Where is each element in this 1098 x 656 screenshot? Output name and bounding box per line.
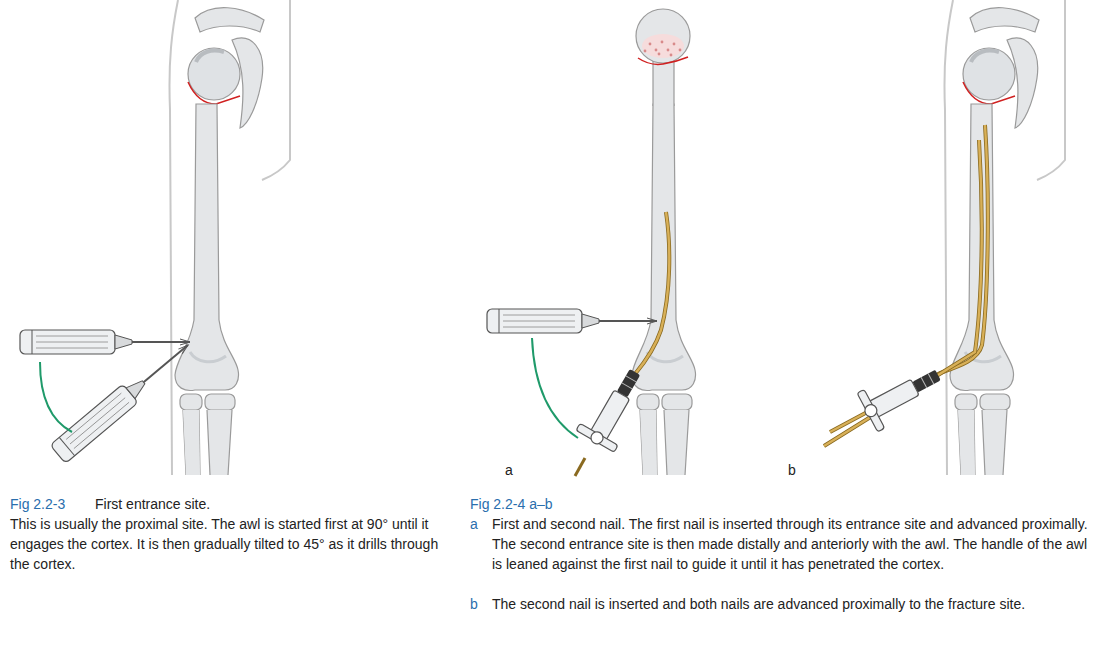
caption-text: First and second nail. The first nail is…	[492, 514, 1092, 574]
figure-number: Fig 2.2-3	[10, 494, 65, 514]
caption-text: This is usually the proximal site. The a…	[10, 514, 452, 574]
panel-letter: a	[470, 514, 478, 534]
panel-label: a	[505, 460, 513, 480]
figure-number: Fig 2.2-4 a–b	[470, 494, 553, 514]
caption-text: The second nail is inserted and both nai…	[492, 594, 1092, 614]
figure-title: First entrance site.	[95, 494, 210, 514]
panel-label: b	[788, 460, 796, 480]
panel-letter: b	[470, 594, 478, 614]
